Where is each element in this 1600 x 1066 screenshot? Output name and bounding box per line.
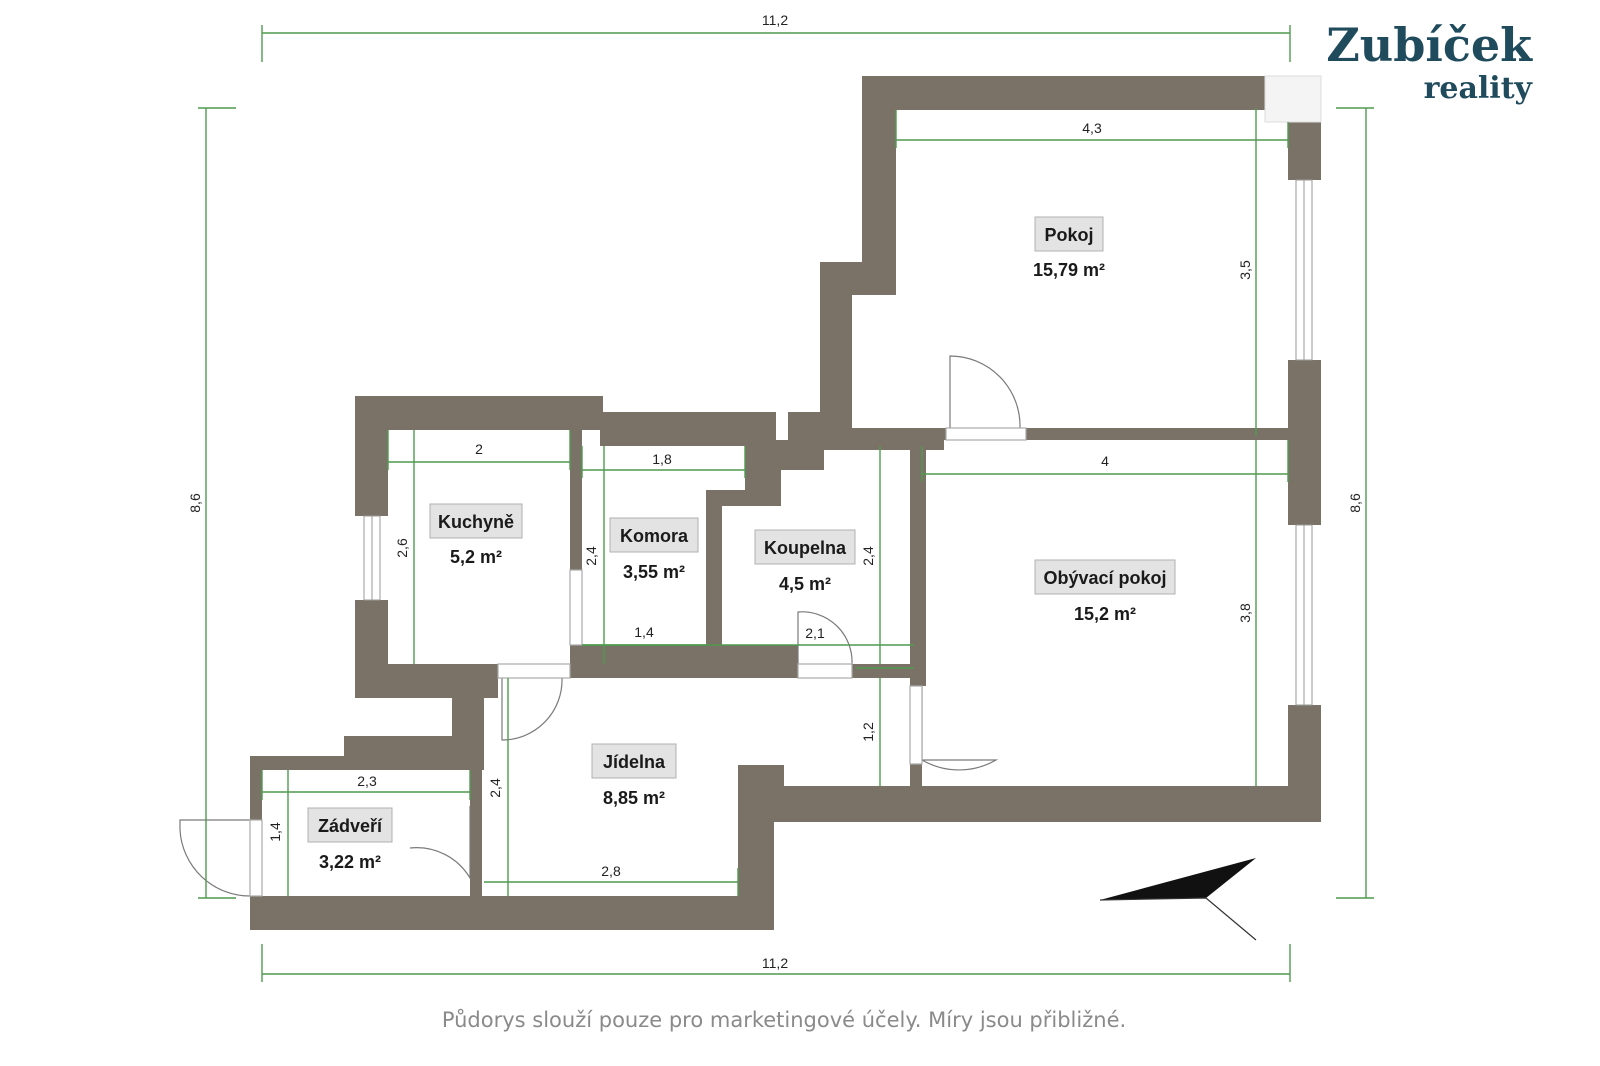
dimension-lines bbox=[198, 25, 1374, 982]
room-name: Kuchyně bbox=[438, 512, 514, 532]
room-label-komora: Komora 3,55 m² bbox=[609, 517, 699, 582]
brand-logo-subtitle: reality bbox=[1423, 71, 1532, 106]
dim-komora-width-bottom: 1,4 bbox=[634, 624, 654, 640]
dim-koupelna-door: 2,1 bbox=[805, 625, 825, 641]
room-area: 3,22 m² bbox=[319, 852, 381, 872]
dim-jidelna-height: 2,4 bbox=[487, 778, 503, 798]
dim-obyvaci-width: 4 bbox=[1101, 453, 1109, 469]
room-area: 3,55 m² bbox=[623, 562, 685, 582]
room-name: Pokoj bbox=[1044, 225, 1093, 245]
room-name: Obývací pokoj bbox=[1043, 568, 1166, 588]
room-area: 15,79 m² bbox=[1033, 260, 1105, 280]
north-arrow-icon bbox=[1099, 858, 1257, 941]
dim-komora-width-top: 1,8 bbox=[652, 451, 672, 467]
dim-zadveri-width: 2,3 bbox=[357, 773, 377, 789]
brand-logo-name: Zubíček bbox=[1326, 18, 1532, 72]
room-name: Komora bbox=[620, 526, 689, 546]
room-name: Jídelna bbox=[603, 752, 666, 772]
windows bbox=[363, 75, 1322, 706]
room-label-pokoj: Pokoj 15,79 m² bbox=[1033, 216, 1105, 280]
dim-overall-right: 8,6 bbox=[1347, 493, 1363, 513]
room-label-obyvaci-pokoj: Obývací pokoj 15,2 m² bbox=[1034, 559, 1176, 624]
walls bbox=[250, 76, 1321, 930]
dim-kuchyne-height: 2,6 bbox=[394, 538, 410, 558]
room-area: 8,85 m² bbox=[603, 788, 665, 808]
dim-overall-bottom: 11,2 bbox=[762, 955, 788, 971]
dim-pokoj-height: 3,5 bbox=[1237, 260, 1253, 280]
dim-koupelna-height: 2,4 bbox=[860, 546, 876, 566]
dim-overall-top: 11,2 bbox=[762, 12, 788, 28]
room-name: Koupelna bbox=[764, 538, 847, 558]
dimension-labels: 11,2 11,2 8,6 8,6 4,3 3,5 4 3,8 2 2,6 1,… bbox=[187, 12, 1363, 971]
dim-kuchyne-width: 2 bbox=[475, 441, 483, 457]
doors bbox=[179, 355, 1027, 897]
dim-chodba-height: 1,2 bbox=[860, 722, 876, 742]
room-label-kuchyne: Kuchyně 5,2 m² bbox=[429, 503, 523, 567]
dim-overall-left: 8,6 bbox=[187, 493, 203, 513]
room-label-jidelna: Jídelna 8,85 m² bbox=[591, 743, 677, 808]
dim-zadveri-height: 1,4 bbox=[267, 822, 283, 842]
room-label-zadveri: Zádveří 3,22 m² bbox=[307, 807, 393, 872]
room-area: 4,5 m² bbox=[779, 574, 831, 594]
room-name: Zádveří bbox=[318, 816, 383, 836]
dim-komora-height: 2,4 bbox=[583, 546, 599, 566]
dim-obyvaci-height: 3,8 bbox=[1237, 603, 1253, 623]
footer-disclaimer: Půdorys slouží pouze pro marketingové úč… bbox=[441, 1008, 1127, 1032]
room-area: 5,2 m² bbox=[450, 547, 502, 567]
room-area: 15,2 m² bbox=[1074, 604, 1136, 624]
room-label-koupelna: Koupelna 4,5 m² bbox=[754, 529, 856, 594]
dim-jidelna-width: 2,8 bbox=[601, 863, 621, 879]
dim-pokoj-width: 4,3 bbox=[1082, 120, 1102, 136]
